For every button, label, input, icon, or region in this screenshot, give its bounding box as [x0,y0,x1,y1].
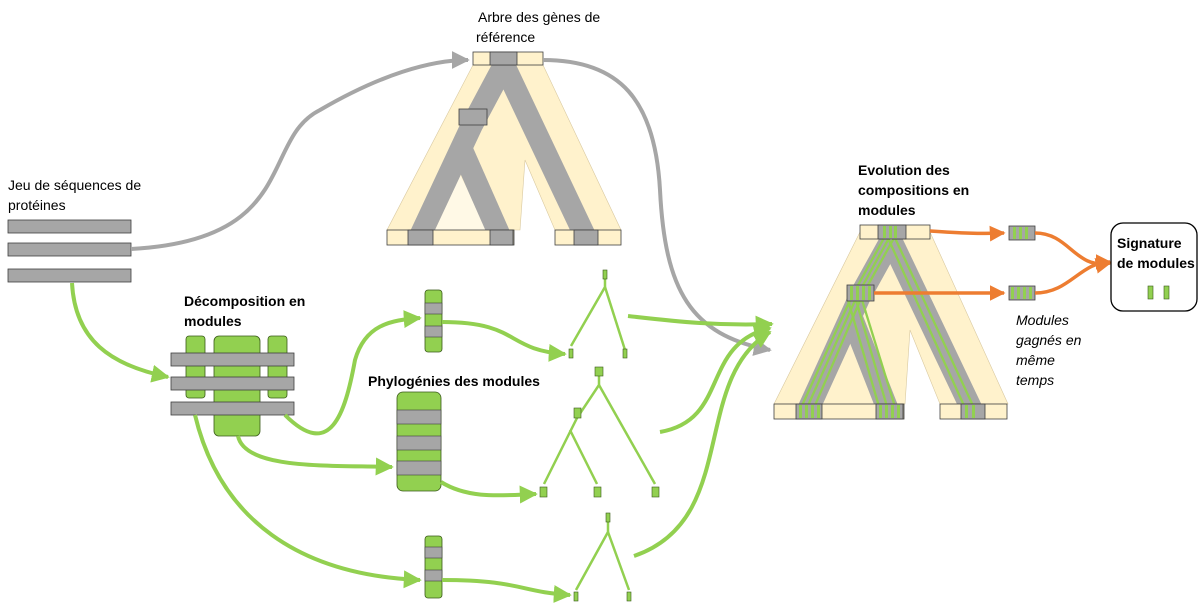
gained-modules-line3: même [1016,352,1055,368]
arrow-decomposition-to-alignment-3 [193,414,422,589]
module-phylogenies-label: Phylogénies des modules [368,373,540,389]
evolution-label-line2: compositions en [858,182,969,198]
signature-label-line1: Signature [1117,235,1182,251]
gained-modules-line4: temps [1016,372,1054,388]
arrow-decomposition-to-alignment-2 [236,435,394,476]
aligned-sequence [170,401,295,416]
arrow-phylogeny-2-to-evolution [659,323,772,434]
arrow-sequences-to-decomposition [70,282,170,383]
tree-background-inner [435,175,489,230]
module-alignment-1 [424,289,443,353]
reference-tree-label-line1: Arbre des gènes de [478,9,600,25]
protein-sequence [7,219,132,234]
leaf-gene [489,229,514,246]
module-signature: Signature de modules [1110,222,1198,312]
reference-tree-label-line2: référence [476,29,535,45]
gained-modules-line1: Modules [1016,312,1069,328]
extracted-composition-root [1008,225,1036,241]
gene-lineage [451,145,511,241]
module-composition-evolution: Evolution des compositions en modules [773,162,1009,420]
aligned-sequence [170,376,295,391]
evolution-label-line3: modules [858,202,916,218]
protein-sequence-set: Jeu de séquences de protéines [7,177,141,283]
signature-module [1163,285,1170,300]
protein-set-label-line1: Jeu de séquences de [8,177,141,193]
decomposition-label-line2: modules [184,313,242,329]
leaf-gene [407,229,434,246]
module-decomposition: Décomposition en modules [170,293,305,437]
signature-module [1147,285,1154,300]
arrow-composition-to-signature-2 [1034,254,1112,295]
extracted-composition-gain [1008,285,1036,301]
reference-root-gene [489,51,518,66]
protein-sequence [7,268,132,283]
evolution-label-line1: Evolution des [858,162,950,178]
protein-sequence [7,242,132,257]
gained-modules-line2: gagnés en [1016,332,1082,348]
module-phylogeny-3 [573,512,632,602]
arrow-tree-to-evolution [542,58,772,356]
module-phylogeny-2 [539,366,660,498]
aligned-sequence [170,352,295,367]
arrow-phylogeny-3-to-evolution [633,330,772,558]
module-alignment-3 [424,535,443,599]
arrow-sequences-to-tree [130,51,470,251]
signature-label-line2: de modules [1117,255,1195,271]
protein-set-label-line2: protéines [8,197,66,213]
arrow-composition-to-signature-1 [1034,231,1112,274]
gene-lineage [494,60,595,241]
reference-gene-tree: Arbre des gènes de référence [386,9,622,246]
decomposition-label-line1: Décomposition en [184,293,305,309]
module-alignment-2 [396,391,442,492]
arrow-decomposition-to-alignment-1 [283,310,422,436]
arrow-root-to-composition [929,225,1006,242]
arrow-alignment-1-to-phylogeny [441,320,567,362]
module-phylogeny-1 [568,269,628,359]
leaf-gene [573,229,599,246]
arrow-alignment-3-to-phylogeny [441,578,572,603]
arrow-alignment-2-to-phylogeny [439,480,538,504]
gained-modules-note: Modules gagnés en même temps [1016,312,1082,388]
duplication-box [458,108,488,126]
